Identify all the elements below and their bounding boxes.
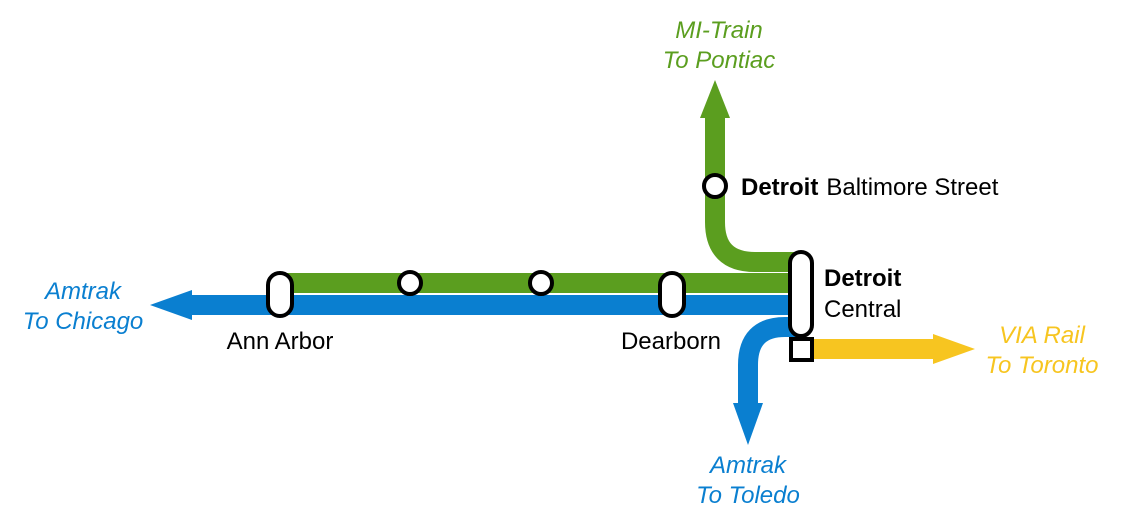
detroit-central-station-marker	[788, 250, 814, 338]
amtrak-toledo-track	[738, 317, 800, 405]
arrow-north-icon	[700, 80, 730, 118]
arrow-south-icon	[733, 403, 763, 445]
arrow-east-icon	[933, 334, 975, 364]
michigan-line-north-track	[705, 118, 800, 272]
chicago-destination-line2: To Chicago	[23, 308, 144, 335]
baltimore-street-name: Baltimore Street	[826, 174, 998, 201]
baltimore-street-city: Detroit	[741, 174, 818, 201]
baltimore-street-station-marker	[702, 173, 728, 199]
ann-arbor-station-marker	[266, 271, 294, 318]
ann-arbor-station-label: Ann Arbor	[227, 328, 334, 355]
toronto-destination-line2: To Toronto	[986, 352, 1099, 379]
arrow-west-icon	[150, 290, 192, 320]
pontiac-destination-line2: To Pontiac	[663, 47, 776, 74]
chicago-destination-line1: Amtrak	[43, 278, 123, 305]
detroit-central-label-line2: Central	[824, 296, 901, 323]
detroit-central-label-line1: Detroit	[824, 265, 901, 292]
baltimore-street-station-label: Detroit Baltimore Street	[741, 174, 999, 201]
dearborn-station-label: Dearborn	[621, 328, 721, 355]
dearborn-station-marker	[658, 271, 686, 318]
pontiac-destination-line1: MI-Train	[675, 17, 763, 44]
rail-lines	[190, 118, 935, 405]
direction-arrows	[150, 80, 975, 445]
stations	[266, 173, 814, 362]
intermediate-stop-marker	[528, 270, 554, 296]
destination-labels: MI-Train To Pontiac Amtrak To Chicago VI…	[23, 17, 1099, 509]
detroit-central-platform-marker	[789, 337, 814, 362]
toledo-destination-line2: To Toledo	[696, 482, 800, 509]
intermediate-stop-marker	[397, 270, 423, 296]
toledo-destination-line1: Amtrak	[708, 452, 788, 479]
toronto-destination-line1: VIA Rail	[999, 322, 1085, 349]
